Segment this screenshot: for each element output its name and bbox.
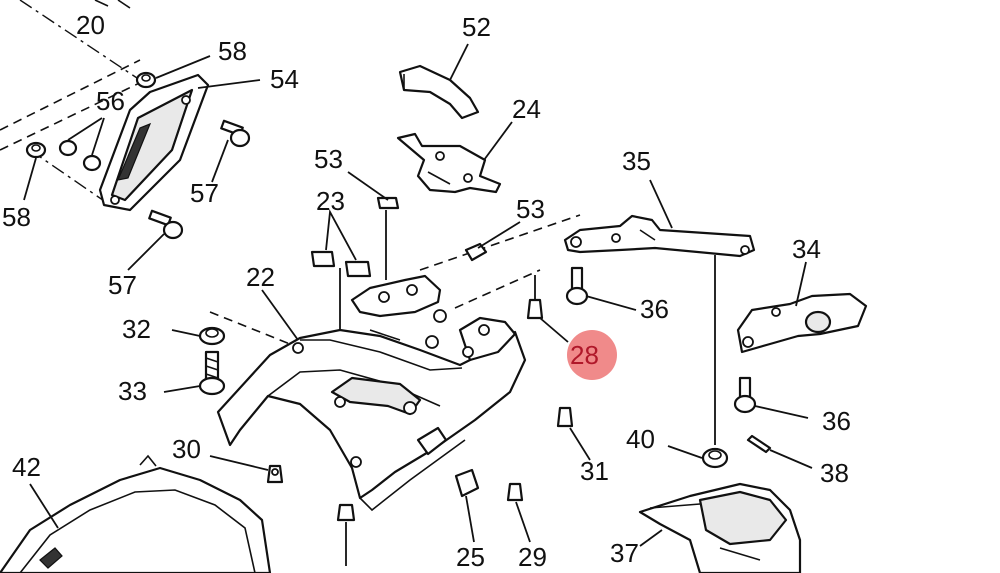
grommet-32 — [198, 326, 226, 346]
bracket-52 — [398, 64, 480, 120]
panel-54 — [98, 73, 210, 212]
dash-line-22 — [209, 311, 301, 349]
pad-53-right — [464, 242, 488, 262]
highlight-28 — [567, 330, 617, 380]
callout-35: 35 — [622, 146, 651, 176]
clip-29 — [506, 482, 524, 502]
centerline-20 — [19, 0, 171, 101]
pad-23-a — [310, 250, 336, 268]
clip-56-b — [82, 154, 102, 172]
part-20-fragment — [94, 0, 131, 9]
callout-25: 25 — [456, 542, 485, 572]
pad-23-b — [344, 260, 372, 278]
stay-35 — [563, 214, 756, 258]
frame-bracket-upper — [350, 274, 447, 349]
dash-line-28 — [454, 269, 541, 309]
bracket-24 — [396, 132, 502, 194]
dash-line-56a — [0, 59, 141, 131]
callout-22: 22 — [246, 262, 275, 292]
clip-56-a — [58, 139, 78, 157]
bolt-57-top — [220, 119, 251, 148]
stay-34 — [736, 292, 868, 354]
callout-38: 38 — [820, 458, 849, 488]
grommet-40 — [701, 447, 729, 469]
flap-37 — [638, 482, 802, 573]
callout-34: 34 — [792, 234, 821, 264]
callout-20: 20 — [76, 10, 105, 40]
clip-lower — [336, 503, 356, 522]
callout-31: 31 — [580, 456, 609, 486]
clip-30 — [266, 464, 284, 484]
rear-fender-22 — [216, 316, 527, 512]
callout-36-lower: 36 — [822, 406, 851, 436]
callout-36-upper: 36 — [640, 294, 669, 324]
callout-53-upper: 53 — [314, 144, 343, 174]
callout-labels: 20 58 54 56 58 57 57 52 24 53 23 53 35 3… — [2, 10, 851, 572]
callout-40: 40 — [626, 424, 655, 454]
bolt-36-upper — [565, 266, 589, 306]
leader-lines — [23, 43, 813, 566]
callout-57-bottom: 57 — [108, 270, 137, 300]
callout-42: 42 — [12, 452, 41, 482]
callout-54: 54 — [270, 64, 299, 94]
callout-56: 56 — [96, 86, 125, 116]
callout-58-top: 58 — [218, 36, 247, 66]
callout-28: 28 — [570, 340, 599, 370]
pin-28 — [526, 298, 544, 320]
callout-52: 52 — [462, 12, 491, 42]
callout-30: 30 — [172, 434, 201, 464]
strip-38 — [746, 434, 772, 454]
bolt-33 — [198, 350, 226, 396]
callout-58-left: 58 — [2, 202, 31, 232]
bolt-36-lower — [733, 376, 757, 414]
callout-33: 33 — [118, 376, 147, 406]
callout-37: 37 — [610, 538, 639, 568]
callout-29: 29 — [518, 542, 547, 572]
pad-53-upper — [376, 196, 400, 210]
clip-25 — [454, 468, 480, 498]
dash-line-56b — [0, 77, 151, 151]
callout-32: 32 — [122, 314, 151, 344]
dash-line-53 — [419, 214, 581, 271]
grommet-58-top — [135, 71, 157, 89]
callout-23: 23 — [316, 186, 345, 216]
clip-31 — [556, 406, 574, 428]
bolt-57-bottom — [148, 209, 184, 240]
grommet-58-left — [25, 141, 47, 159]
centerline-58 — [29, 149, 111, 206]
cowl-42 — [0, 454, 272, 573]
callout-53-right: 53 — [516, 194, 545, 224]
callout-57-top: 57 — [190, 178, 219, 208]
callout-24: 24 — [512, 94, 541, 124]
